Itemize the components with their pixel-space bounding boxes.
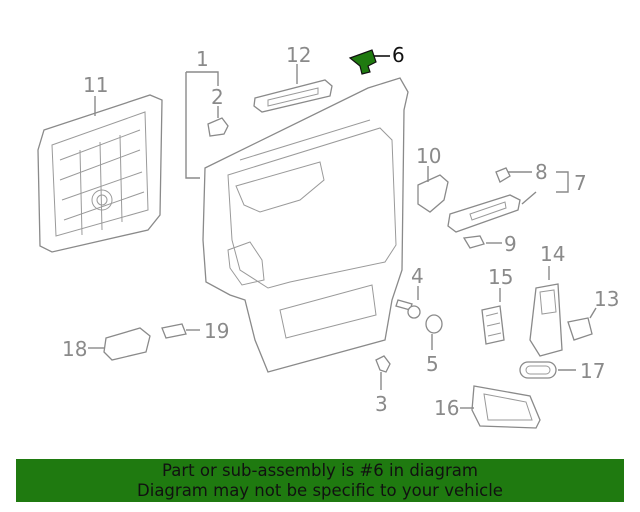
callout-2: 2	[211, 85, 224, 109]
banner-line-1: Part or sub-assembly is #6 in diagram	[162, 461, 478, 480]
callout-13: 13	[594, 287, 619, 311]
part-5-washer[interactable]	[425, 314, 443, 334]
callout-17: 17	[580, 359, 605, 383]
callout-labels: 1 2 3 4 5 6 7 8 9 10 11 12 13 14 15 16 1…	[62, 43, 619, 420]
part-4-bolt[interactable]	[395, 299, 421, 319]
callout-10: 10	[416, 144, 441, 168]
info-banner: Part or sub-assembly is #6 in diagram Di…	[16, 459, 624, 502]
leader-lines	[88, 55, 597, 409]
part-18-handle-housing[interactable]	[103, 327, 151, 361]
callout-8: 8	[535, 160, 548, 184]
part-19-cap[interactable]	[161, 323, 187, 339]
part-7-handle-bezel[interactable]	[447, 194, 521, 233]
part-3-screw[interactable]	[375, 355, 391, 373]
part-2-cap[interactable]	[207, 117, 229, 137]
callout-5: 5	[426, 352, 439, 376]
part-9-clip[interactable]	[462, 235, 485, 249]
part-17-handle[interactable]	[519, 361, 557, 379]
part-11-door-frame[interactable]	[37, 94, 163, 253]
banner-line-2: Diagram may not be specific to your vehi…	[137, 481, 503, 500]
part-8-screw[interactable]	[495, 167, 511, 183]
callout-15: 15	[488, 265, 513, 289]
callout-11: 11	[83, 73, 108, 97]
callout-16: 16	[434, 396, 459, 420]
parts-diagram: 1 2 3 4 5 6 7 8 9 10 11 12 13 14 15 16 1…	[37, 43, 619, 429]
part-14-switch-panel[interactable]	[529, 283, 563, 357]
door-trim-panel	[202, 77, 409, 373]
callout-19: 19	[204, 319, 229, 343]
part-13-switch[interactable]	[567, 317, 593, 341]
part-12-handle-trim[interactable]	[253, 79, 333, 113]
part-15-switch[interactable]	[481, 305, 505, 345]
callout-6: 6	[392, 43, 405, 67]
callout-18: 18	[62, 337, 87, 361]
part-6-clip-highlighted[interactable]	[348, 49, 377, 75]
callout-3: 3	[375, 392, 388, 416]
callout-1: 1	[196, 47, 209, 71]
part-16-switch-assembly[interactable]	[471, 385, 541, 429]
callout-9: 9	[504, 232, 517, 256]
callout-12: 12	[286, 43, 311, 67]
callout-4: 4	[411, 264, 424, 288]
callout-14: 14	[540, 242, 565, 266]
callout-7: 7	[574, 171, 587, 195]
part-10-bracket[interactable]	[417, 174, 449, 213]
